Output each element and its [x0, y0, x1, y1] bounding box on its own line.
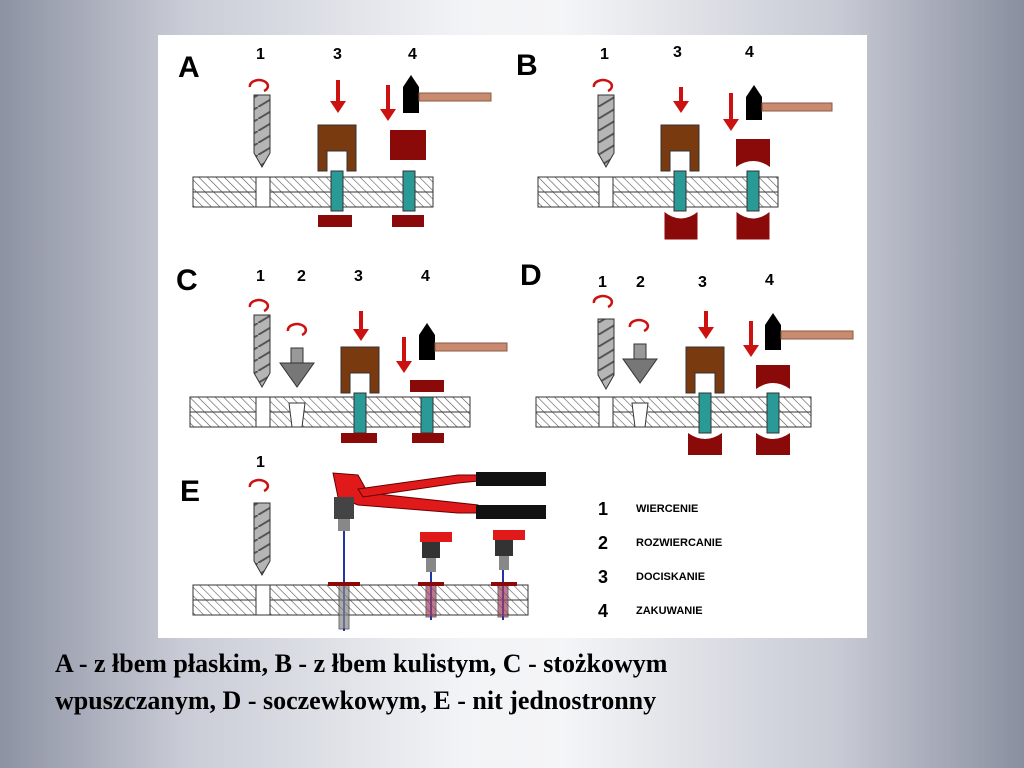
panel-d-step-4: 4 [765, 272, 774, 289]
drill-icon [253, 502, 271, 577]
rivet-gun-icon [332, 472, 546, 531]
panel-d-step-3: 3 [698, 274, 707, 291]
panel-d-step-2: 2 [636, 274, 645, 291]
rotation-arrow-icon [628, 318, 650, 333]
legend: 1 WIERCENIE 2 ROZWIERCANIE 3 DOCISKANIE … [598, 499, 722, 621]
hammer-icon [403, 75, 419, 113]
set-die-icon [685, 346, 725, 394]
hammer-arrow-icon [380, 109, 396, 121]
riveting-diagram: A 1 3 4 B 1 3 4 [158, 35, 867, 638]
press-arrow-icon [673, 101, 689, 113]
legend-num-2: 2 [598, 533, 608, 553]
panel-a-step-1: 1 [256, 46, 265, 63]
set-die-icon [317, 124, 357, 172]
legend-num-1: 1 [598, 499, 608, 519]
press-arrow-icon [353, 329, 369, 341]
caption-line-2: wpuszczanym, D - soczewkowym, E - nit je… [55, 686, 657, 715]
panel-b: B 1 3 4 [516, 44, 833, 241]
panel-b-step-1: 1 [600, 46, 609, 63]
panel-d-step-1: 1 [598, 274, 607, 291]
panel-c-step-3: 3 [354, 268, 363, 285]
panel-a-step-3: 3 [333, 46, 342, 63]
drill-icon [253, 314, 271, 389]
panel-e: E 1 [180, 454, 546, 631]
panel-c-letter: C [176, 264, 198, 297]
countersink-icon [622, 358, 658, 384]
rivet-gun-head-icon [420, 532, 452, 572]
panel-c-step-1: 1 [256, 268, 265, 285]
hammer-icon [419, 323, 435, 360]
panel-c-step-4: 4 [421, 268, 430, 285]
hammer-arrow-icon [723, 119, 739, 131]
countersink-icon [279, 362, 315, 388]
drill-icon [597, 318, 615, 391]
panel-d: D 1 2 3 4 [520, 259, 854, 455]
panel-a-step-4: 4 [408, 46, 417, 63]
legend-label-3: DOCISKANIE [636, 571, 705, 583]
legend-label-2: ROZWIERCANIE [636, 537, 722, 549]
hammer-icon [746, 85, 762, 120]
rotation-arrow-icon [248, 298, 270, 313]
panel-b-step-3: 3 [673, 44, 682, 61]
legend-label-4: ZAKUWANIE [636, 605, 703, 617]
rotation-arrow-icon [248, 478, 270, 493]
hammer-arrow-icon [396, 361, 412, 373]
rotation-arrow-icon [592, 294, 614, 309]
hammer-icon [765, 313, 781, 350]
rivet-gun-head-icon [493, 530, 525, 570]
panel-e-letter: E [180, 475, 200, 508]
diagram-svg: A 1 3 4 B 1 3 4 [176, 44, 854, 631]
panel-e-step-1: 1 [256, 454, 265, 471]
rotation-arrow-icon [592, 78, 614, 93]
panel-b-step-4: 4 [745, 44, 754, 61]
panel-b-letter: B [516, 49, 538, 82]
press-arrow-icon [698, 327, 714, 339]
legend-num-4: 4 [598, 601, 608, 621]
press-arrow-icon [330, 101, 346, 113]
hammer-arrow-icon [743, 345, 759, 357]
caption: A - z łbem płaskim, B - z łbem kulistym,… [55, 645, 975, 719]
panel-a-letter: A [178, 51, 200, 84]
set-die-icon [660, 124, 700, 172]
drill-icon [597, 94, 615, 169]
caption-line-1: A - z łbem płaskim, B - z łbem kulistym,… [55, 649, 668, 678]
legend-label-1: WIERCENIE [636, 503, 698, 515]
drill-icon [253, 94, 271, 169]
panel-d-letter: D [520, 259, 542, 292]
rotation-arrow-icon [248, 78, 270, 93]
rotation-arrow-icon [286, 322, 308, 337]
legend-num-3: 3 [598, 567, 608, 587]
panel-a: A 1 3 4 [178, 46, 492, 227]
panel-c: C 1 2 3 4 [176, 264, 508, 443]
panel-c-step-2: 2 [297, 268, 306, 285]
set-die-icon [340, 346, 380, 394]
